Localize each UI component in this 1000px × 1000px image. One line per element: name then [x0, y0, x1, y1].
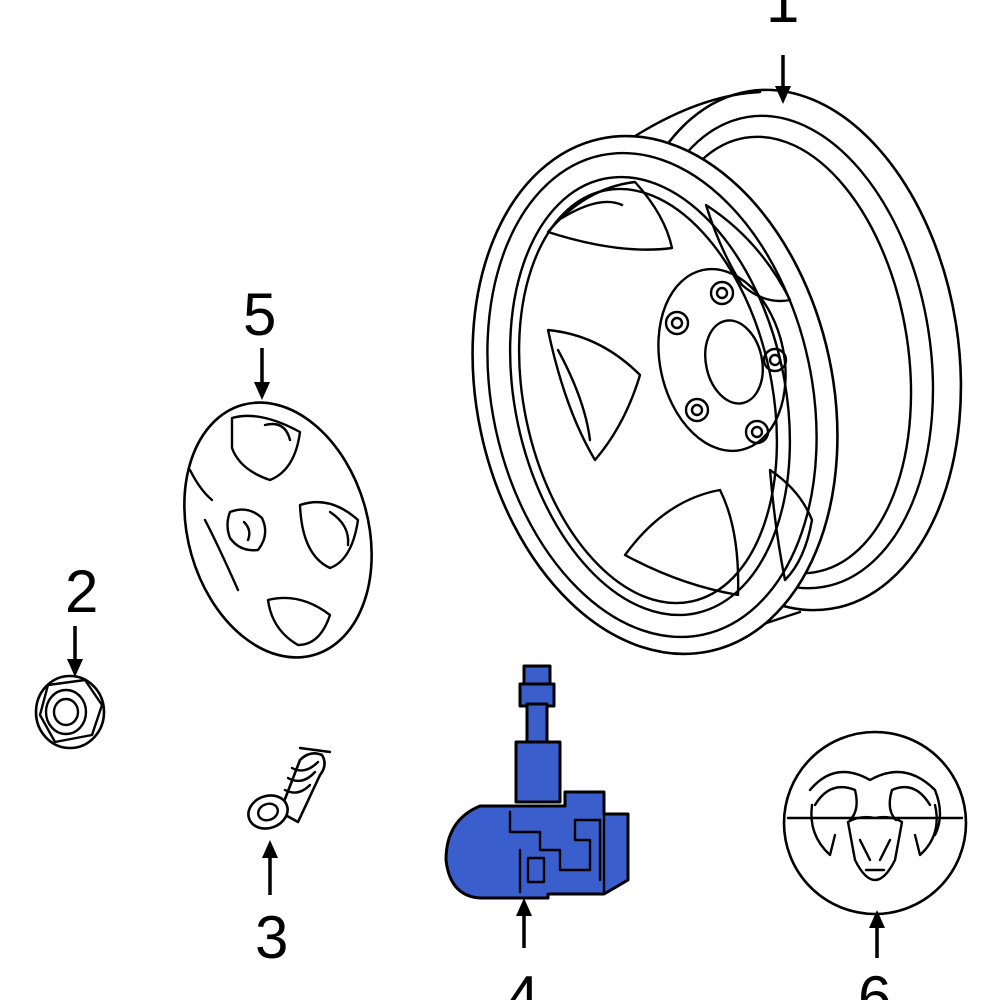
lug-nut-part[interactable] [34, 674, 106, 750]
wheel-callout: 1 [766, 0, 799, 35]
center-cap-arrowhead [254, 382, 270, 400]
emblem-arrowhead [869, 910, 885, 928]
wheel-part[interactable] [426, 65, 997, 688]
valve-stem-callout: 3 [255, 904, 288, 971]
lug-nut-arrowhead [67, 659, 83, 677]
emblem-part[interactable] [782, 730, 968, 916]
emblem-callout: 6 [858, 964, 891, 1000]
wheel-arrowhead [775, 86, 791, 104]
center-cap-callout: 5 [243, 281, 276, 348]
center-cap-part[interactable] [156, 380, 401, 680]
tpms-sensor-part[interactable] [444, 664, 630, 900]
tpms-sensor-arrowhead [516, 898, 532, 916]
tpms-sensor-callout: 4 [506, 964, 539, 1000]
lug-nut-callout: 2 [65, 558, 98, 625]
valve-stem-part[interactable] [244, 746, 332, 834]
valve-stem-arrowhead [262, 840, 278, 858]
